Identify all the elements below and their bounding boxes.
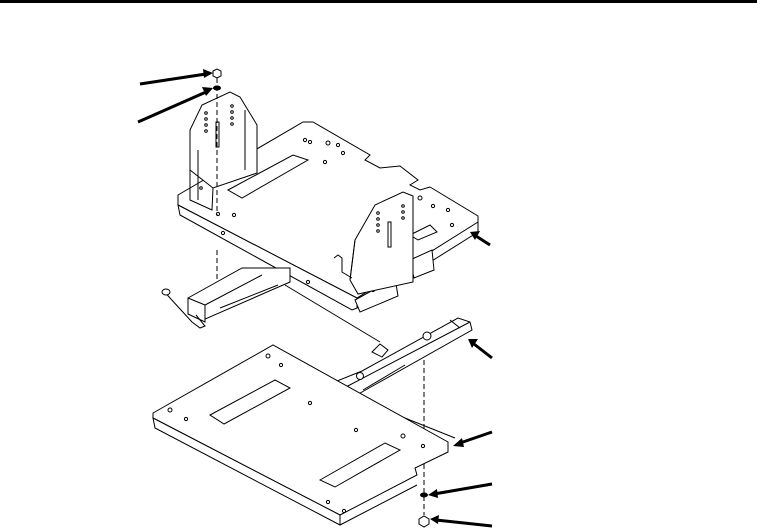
callout-arrow — [453, 430, 493, 447]
lower-base-plate — [152, 344, 449, 526]
callout-arrow — [428, 482, 493, 498]
callout-arrow — [139, 69, 213, 86]
callout-arrow — [468, 339, 493, 360]
callout-arrow — [137, 87, 213, 124]
callout-arrow — [430, 515, 493, 528]
bracket-holes — [199, 104, 234, 190]
mounting-holes — [215, 137, 455, 293]
mounting-holes — [167, 353, 426, 514]
nut-top — [212, 68, 222, 91]
latch-mechanism — [161, 267, 381, 343]
header-rule — [0, 0, 757, 3]
left-upright-bracket — [189, 91, 258, 211]
callout-arrows — [137, 69, 493, 528]
nut-bottom — [418, 515, 430, 528]
bracket-holes — [376, 204, 405, 233]
washer-bottom — [420, 492, 428, 498]
right-upright-bracket — [333, 191, 414, 295]
callout-arrow — [470, 231, 491, 247]
